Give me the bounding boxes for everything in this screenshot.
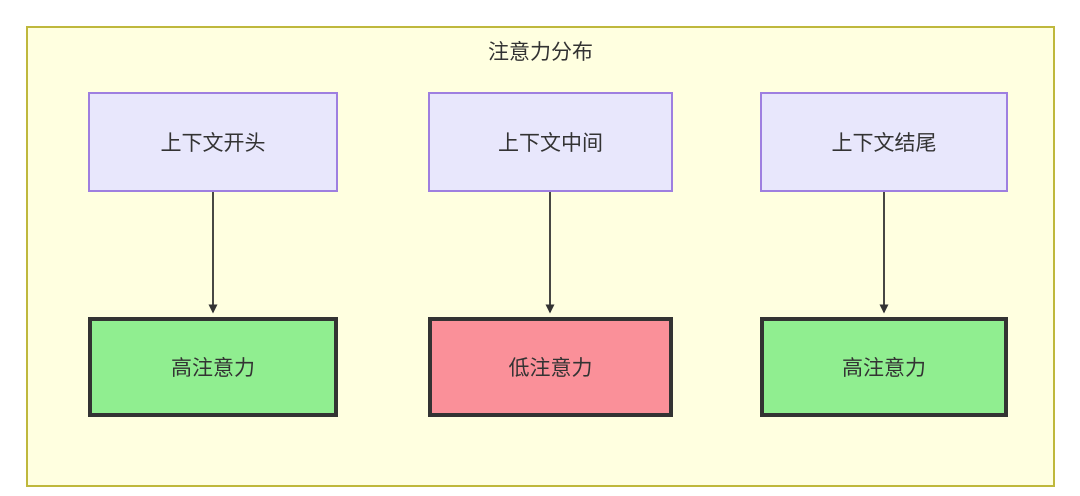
node-context-start-label: 上下文开头 bbox=[160, 132, 266, 155]
node-attention-middle-label: 低注意力 bbox=[508, 357, 593, 380]
node-context-end[interactable]: 上下文结尾 bbox=[760, 92, 1008, 192]
node-attention-middle[interactable]: 低注意力 bbox=[428, 317, 673, 417]
node-context-middle[interactable]: 上下文中间 bbox=[428, 92, 673, 192]
subgraph-title: 注意力分布 bbox=[488, 41, 593, 64]
node-attention-start[interactable]: 高注意力 bbox=[88, 317, 338, 417]
node-attention-end-label: 高注意力 bbox=[842, 357, 926, 380]
node-context-end-label: 上下文结尾 bbox=[831, 132, 937, 155]
node-attention-end[interactable]: 高注意力 bbox=[760, 317, 1008, 417]
node-context-start[interactable]: 上下文开头 bbox=[88, 92, 338, 192]
node-context-middle-label: 上下文中间 bbox=[498, 132, 603, 155]
node-attention-start-label: 高注意力 bbox=[171, 357, 255, 380]
